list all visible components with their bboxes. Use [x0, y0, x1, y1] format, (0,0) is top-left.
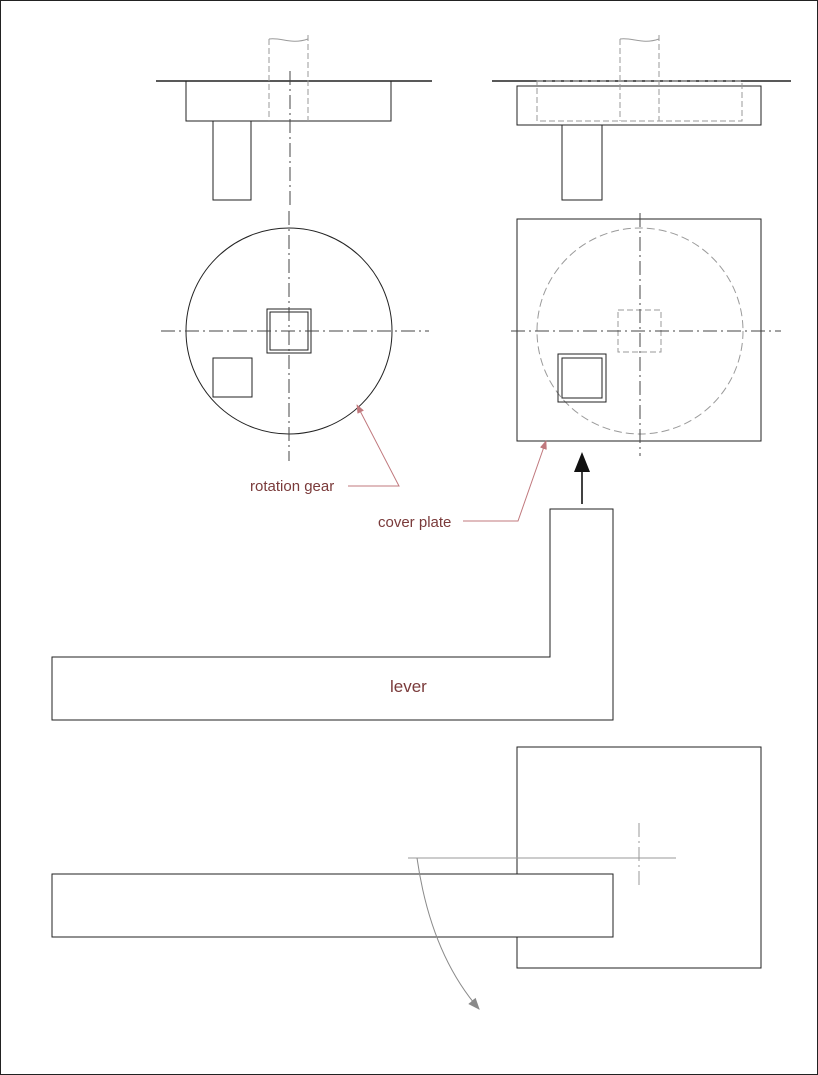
- cover-body-hidden: [536, 80, 743, 122]
- bottom-plate-outline: [516, 746, 762, 969]
- cover-plate-square: [516, 218, 762, 442]
- push-arrow-head: [574, 452, 590, 472]
- cover-window-inner: [561, 357, 603, 399]
- gear-peg-elevation: [212, 120, 252, 201]
- gear-body-elevation: [185, 80, 392, 122]
- lever-label: lever: [390, 677, 427, 696]
- gear-elevation-view: [156, 35, 432, 206]
- shaft-hidden-lines: [268, 35, 309, 121]
- cover-window-outer: [557, 353, 607, 403]
- cover-plan-view: [511, 213, 781, 456]
- cover-plate-label: cover plate: [378, 514, 451, 531]
- bottom-assembly-view: [51, 746, 762, 1010]
- lever: lever: [51, 508, 614, 721]
- bottom-lever-bar: [51, 873, 614, 938]
- cover-elevation-view: [492, 35, 791, 201]
- rotation-gear-label: rotation gear: [250, 478, 334, 495]
- cover-plate-callout: cover plate: [378, 440, 547, 531]
- cover-shaft-hidden-lines: [619, 35, 660, 121]
- cover-peg-elevation: [561, 124, 603, 201]
- push-arrow: [574, 452, 590, 504]
- cover-plate-elevation: [516, 85, 762, 126]
- gear-peg-square: [212, 357, 253, 398]
- rotation-direction-arrow: [416, 857, 480, 1010]
- rotation-gear-leader: [348, 404, 400, 487]
- cover-plate-leader: [463, 440, 547, 522]
- rotation-gear-callout: rotation gear: [250, 404, 400, 495]
- lever-outline: [51, 508, 614, 721]
- gear-plan-view: [161, 211, 429, 461]
